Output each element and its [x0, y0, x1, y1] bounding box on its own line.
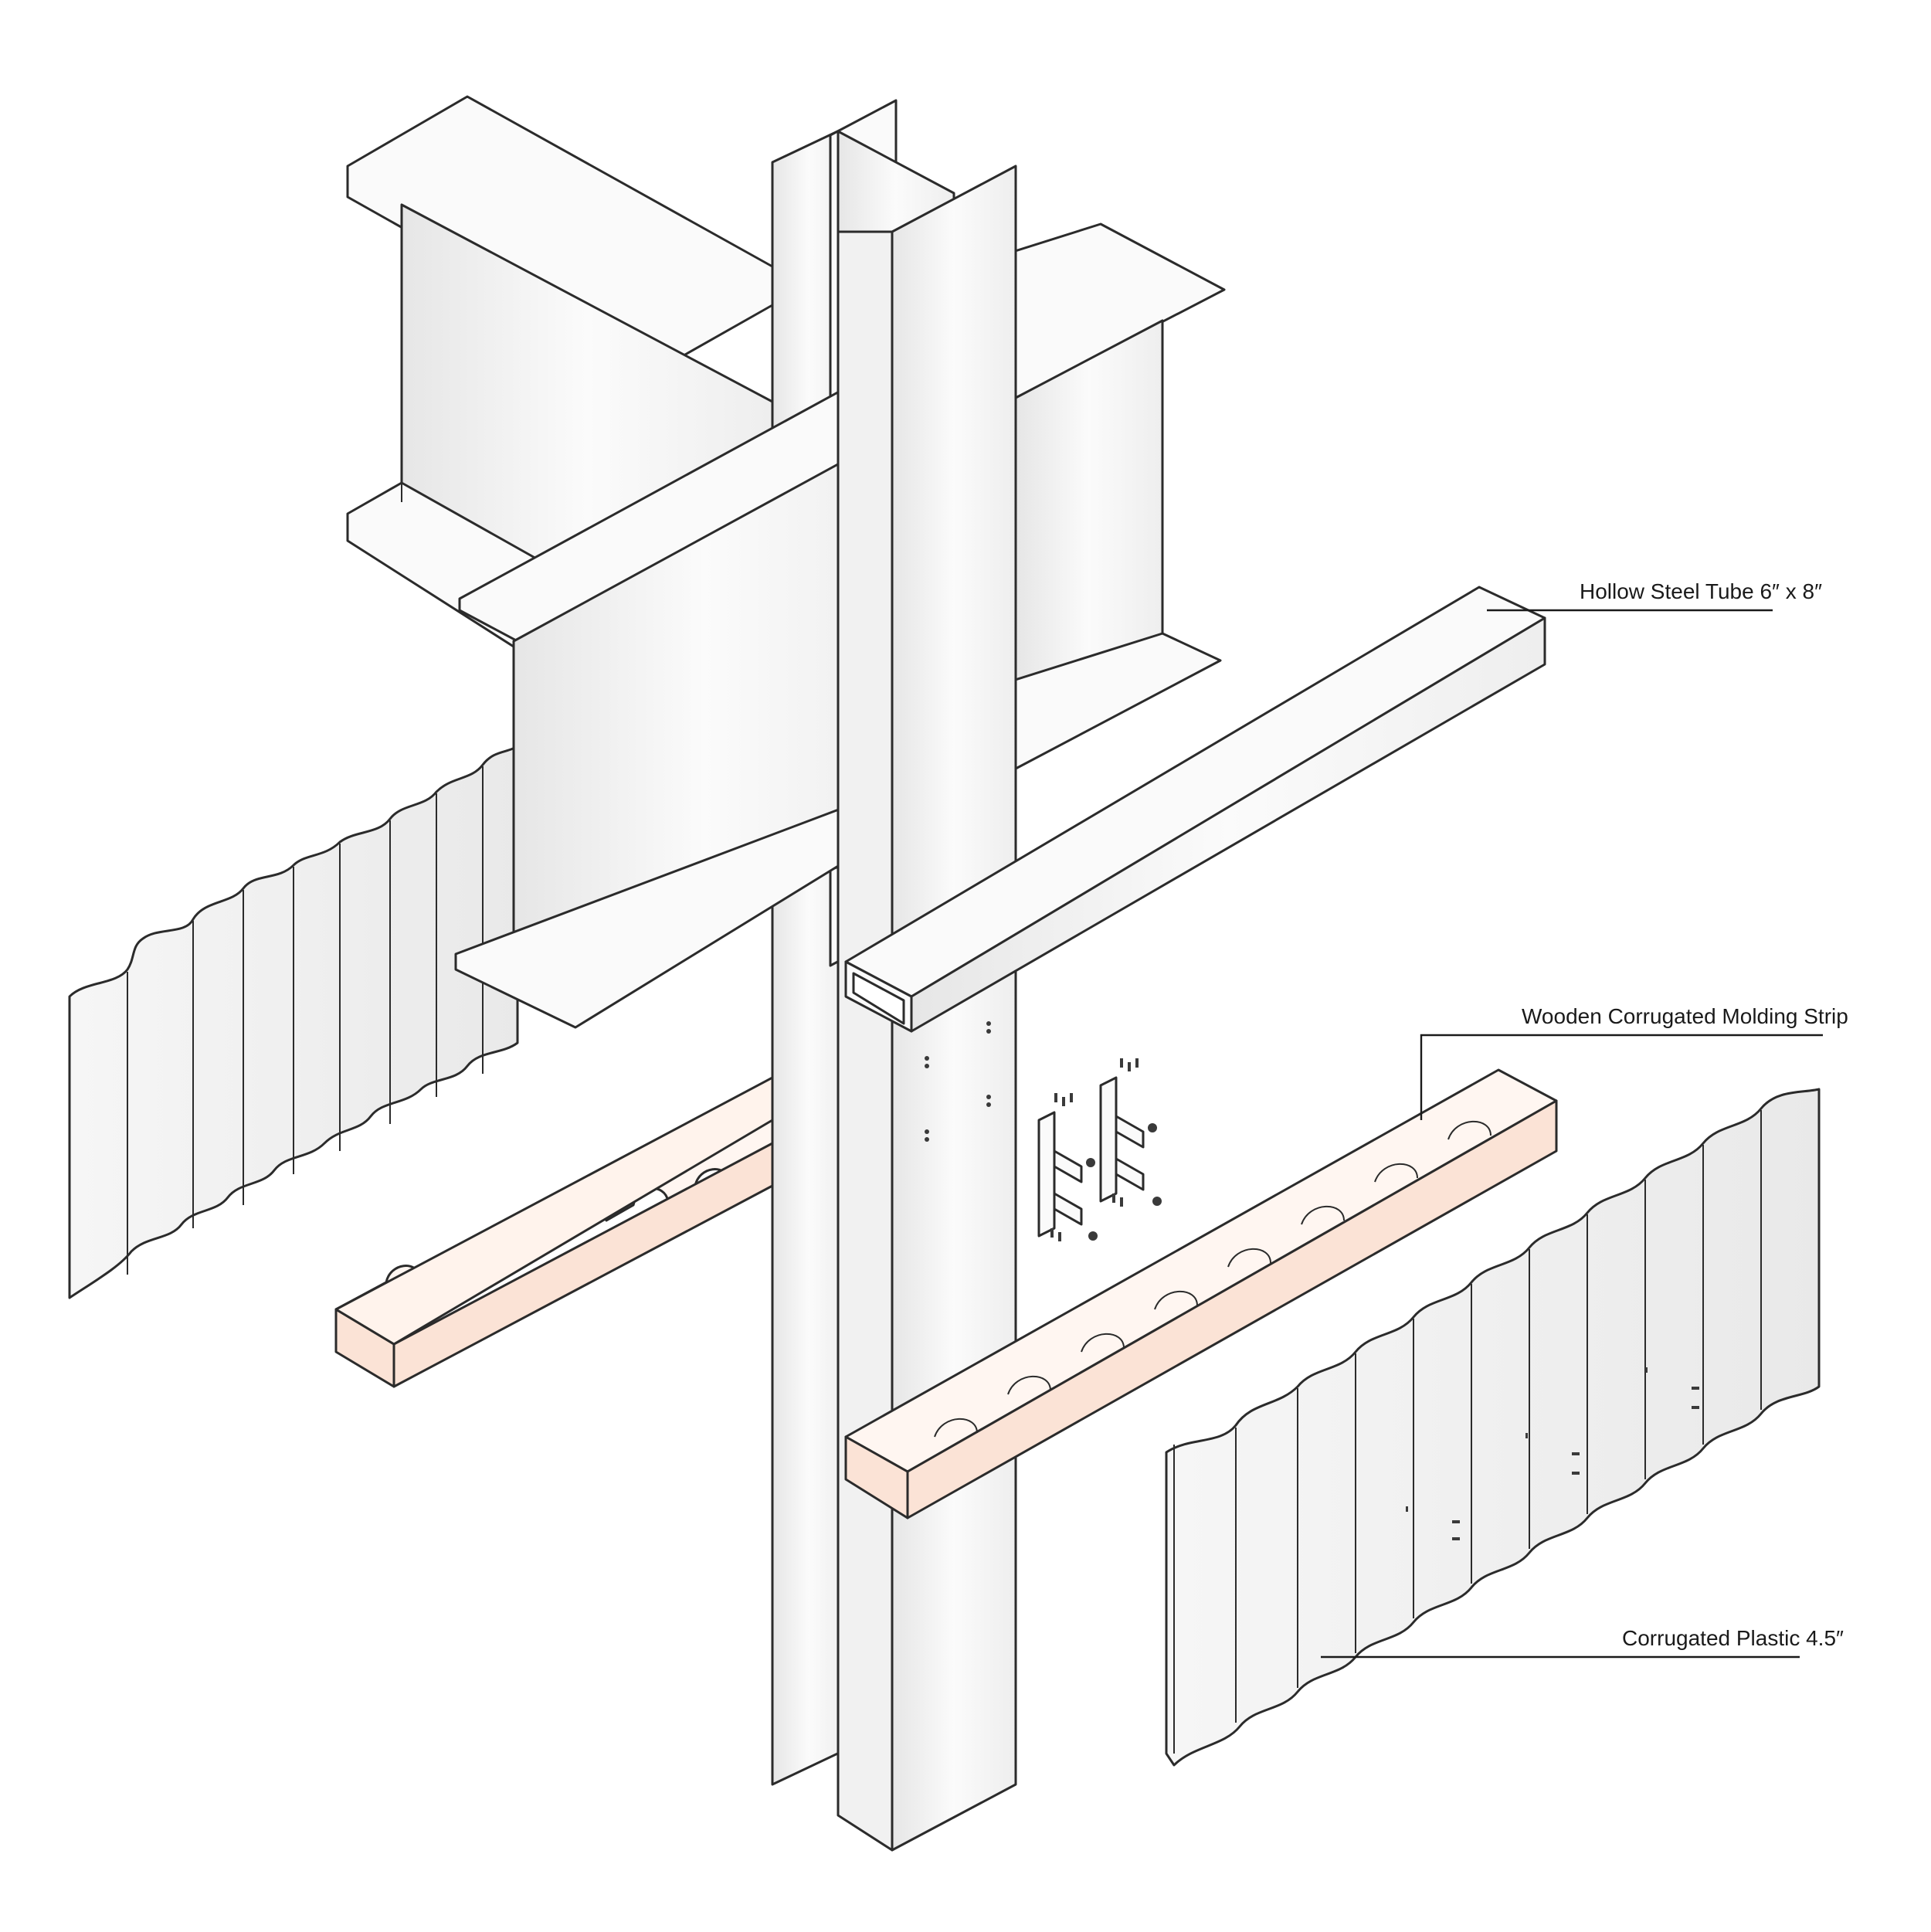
angle-brackets [1037, 1076, 1145, 1238]
wooden-molding-strip-left [334, 1076, 793, 1388]
i-beam-front [454, 389, 955, 1029]
column-bolt-holes [925, 1021, 991, 1142]
hollow-steel-tube [844, 586, 1546, 1033]
wooden-molding-strip-right [844, 1068, 1558, 1519]
leader-molding [1420, 1034, 1823, 1120]
screws-and-bolts [1050, 1058, 1162, 1241]
leader-lines [1321, 609, 1823, 1659]
label-wooden-molding-strip: Wooden Corrugated Molding Strip [1522, 1004, 1848, 1028]
label-corrugated-plastic: Corrugated Plastic 4.5″ [1622, 1626, 1844, 1650]
i-beam-upper-right [952, 222, 1226, 770]
sheet-fastener-marks [1406, 1367, 1699, 1540]
molding-corrugations [934, 1120, 1492, 1438]
corrugated-plastic-sheet-right [1165, 1088, 1821, 1767]
label-hollow-steel-tube: Hollow Steel Tube 6″ x 8″ [1580, 579, 1822, 603]
corrugated-plastic-sheet-left [68, 744, 519, 1299]
